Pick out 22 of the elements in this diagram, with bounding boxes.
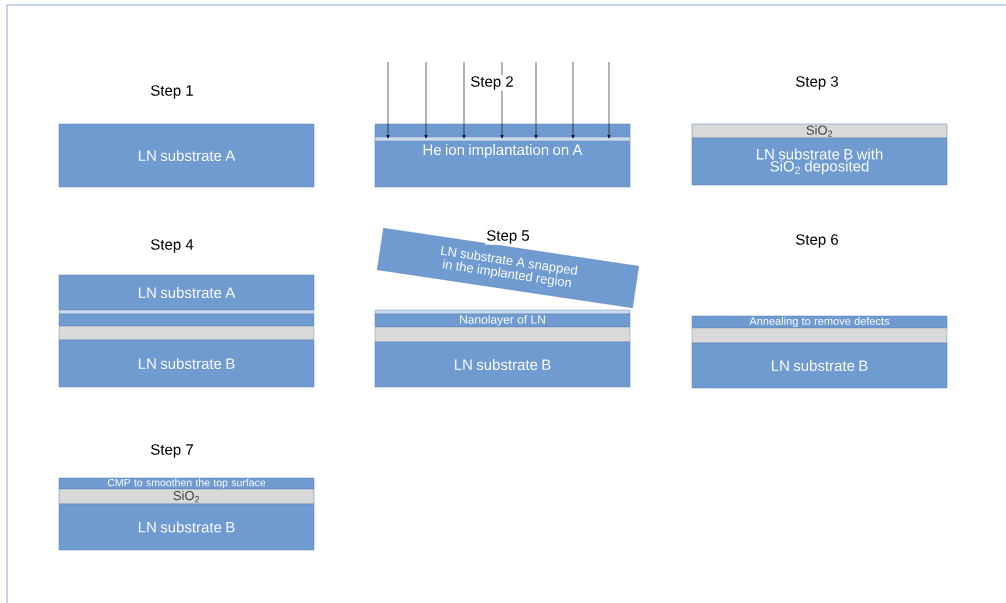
implanted-layer — [58, 309, 315, 315]
step-heading: Step 5 — [485, 229, 531, 245]
substrate-layer: LN substrate B — [691, 342, 948, 389]
implanted-layer — [374, 136, 631, 142]
oxide-layer: SiO$_{2}$ — [691, 123, 948, 139]
step-heading: Step 6 — [794, 233, 840, 249]
step-heading: Step 2 — [469, 75, 515, 91]
implanted-layer — [374, 309, 631, 315]
substrate-layer: LN substrate B — [58, 503, 315, 551]
substrate-layer: LN substrate B with SiO$_{2}$ deposited — [691, 137, 948, 186]
substrate-layer: LN substrate A — [58, 274, 315, 311]
step-heading: Step 1 — [149, 84, 195, 100]
step-heading: Step 4 — [149, 238, 195, 254]
substrate-layer — [58, 313, 315, 327]
step-heading: Step 7 — [149, 443, 195, 459]
step-heading: Step 3 — [794, 75, 840, 91]
substrate-layer: LN substrate A — [58, 123, 315, 188]
oxide-layer — [58, 325, 315, 341]
substrate-layer: CMP to smoothen the top surface — [58, 477, 315, 490]
substrate-layer: Annealing to remove defects — [691, 315, 948, 329]
substrate-layer: LN substrate B — [58, 339, 315, 388]
substrate-layer: LN substrate B — [374, 341, 631, 388]
